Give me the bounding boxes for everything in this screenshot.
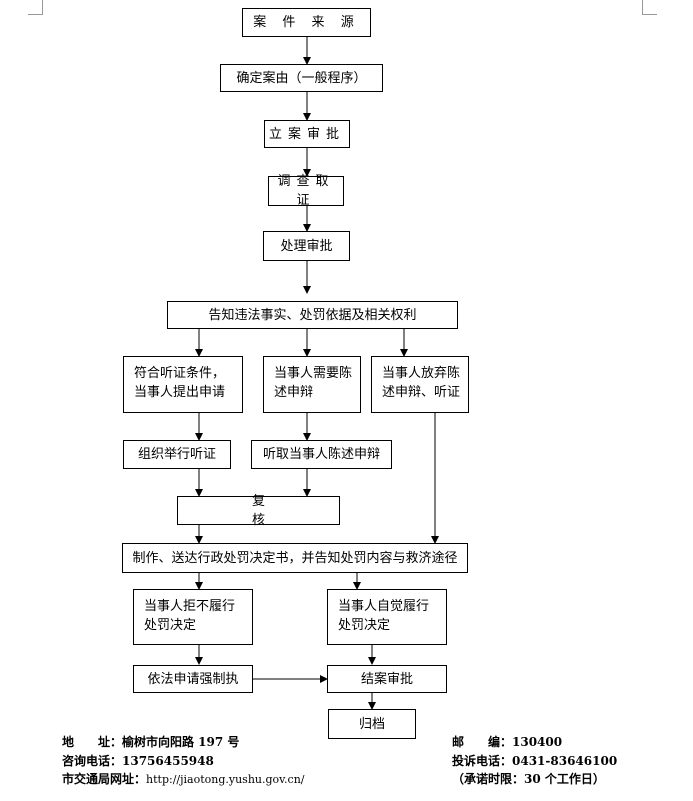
- enforce-box: 依法申请强制执: [133, 665, 253, 693]
- hearing-apply-box: 符合听证条件，当事人提出申请: [123, 356, 243, 413]
- address-text: 地 址：榆树市向阳路 197 号: [62, 735, 240, 749]
- notify-rights-box: 告知违法事实、处罚依据及相关权利: [167, 301, 458, 329]
- refuse-box: 当事人拒不履行处罚决定: [133, 589, 253, 645]
- hear-defense-box: 听取当事人陈述申辩: [251, 440, 392, 469]
- page-corner-mark-right: [642, 0, 657, 15]
- need-defense-box: 当事人需要陈述申辩: [263, 356, 361, 413]
- handling-approval-box: 处理审批: [263, 231, 350, 261]
- decision-box: 制作、送达行政处罚决定书，并告知处罚内容与救济途径: [122, 543, 468, 573]
- time-limit-text: （承诺时限：30 个工作日）: [452, 772, 605, 786]
- comply-box: 当事人自觉履行处罚决定: [327, 589, 447, 645]
- archive-box: 归档: [328, 709, 416, 739]
- postcode-text: 邮 编：130400: [452, 735, 563, 749]
- page-corner-mark-left: [28, 0, 43, 15]
- waive-defense-box: 当事人放弃陈述申辩、听证: [371, 356, 469, 413]
- case-source-box: 案 件 来 源: [242, 8, 371, 37]
- website-row: 市交通局网址：http://jiaotong.yushu.gov.cn/: [62, 770, 305, 787]
- organize-hearing-box: 组织举行听证: [123, 440, 231, 469]
- review-box: 复 核: [177, 494, 340, 528]
- investigation-box: 调查取证: [268, 174, 344, 208]
- complaint-phone-text: 投诉电话：0431-83646100: [452, 754, 618, 768]
- consult-phone-text: 咨询电话：13756455948: [62, 754, 214, 768]
- website-link[interactable]: http://jiaotong.yushu.gov.cn/: [146, 773, 305, 786]
- website-label: 市交通局网址：: [62, 772, 147, 786]
- closing-approval-box: 结案审批: [327, 665, 447, 693]
- determine-cause-box: 确定案由（一般程序）: [220, 64, 383, 92]
- filing-approval-box: 立案审批: [264, 120, 350, 148]
